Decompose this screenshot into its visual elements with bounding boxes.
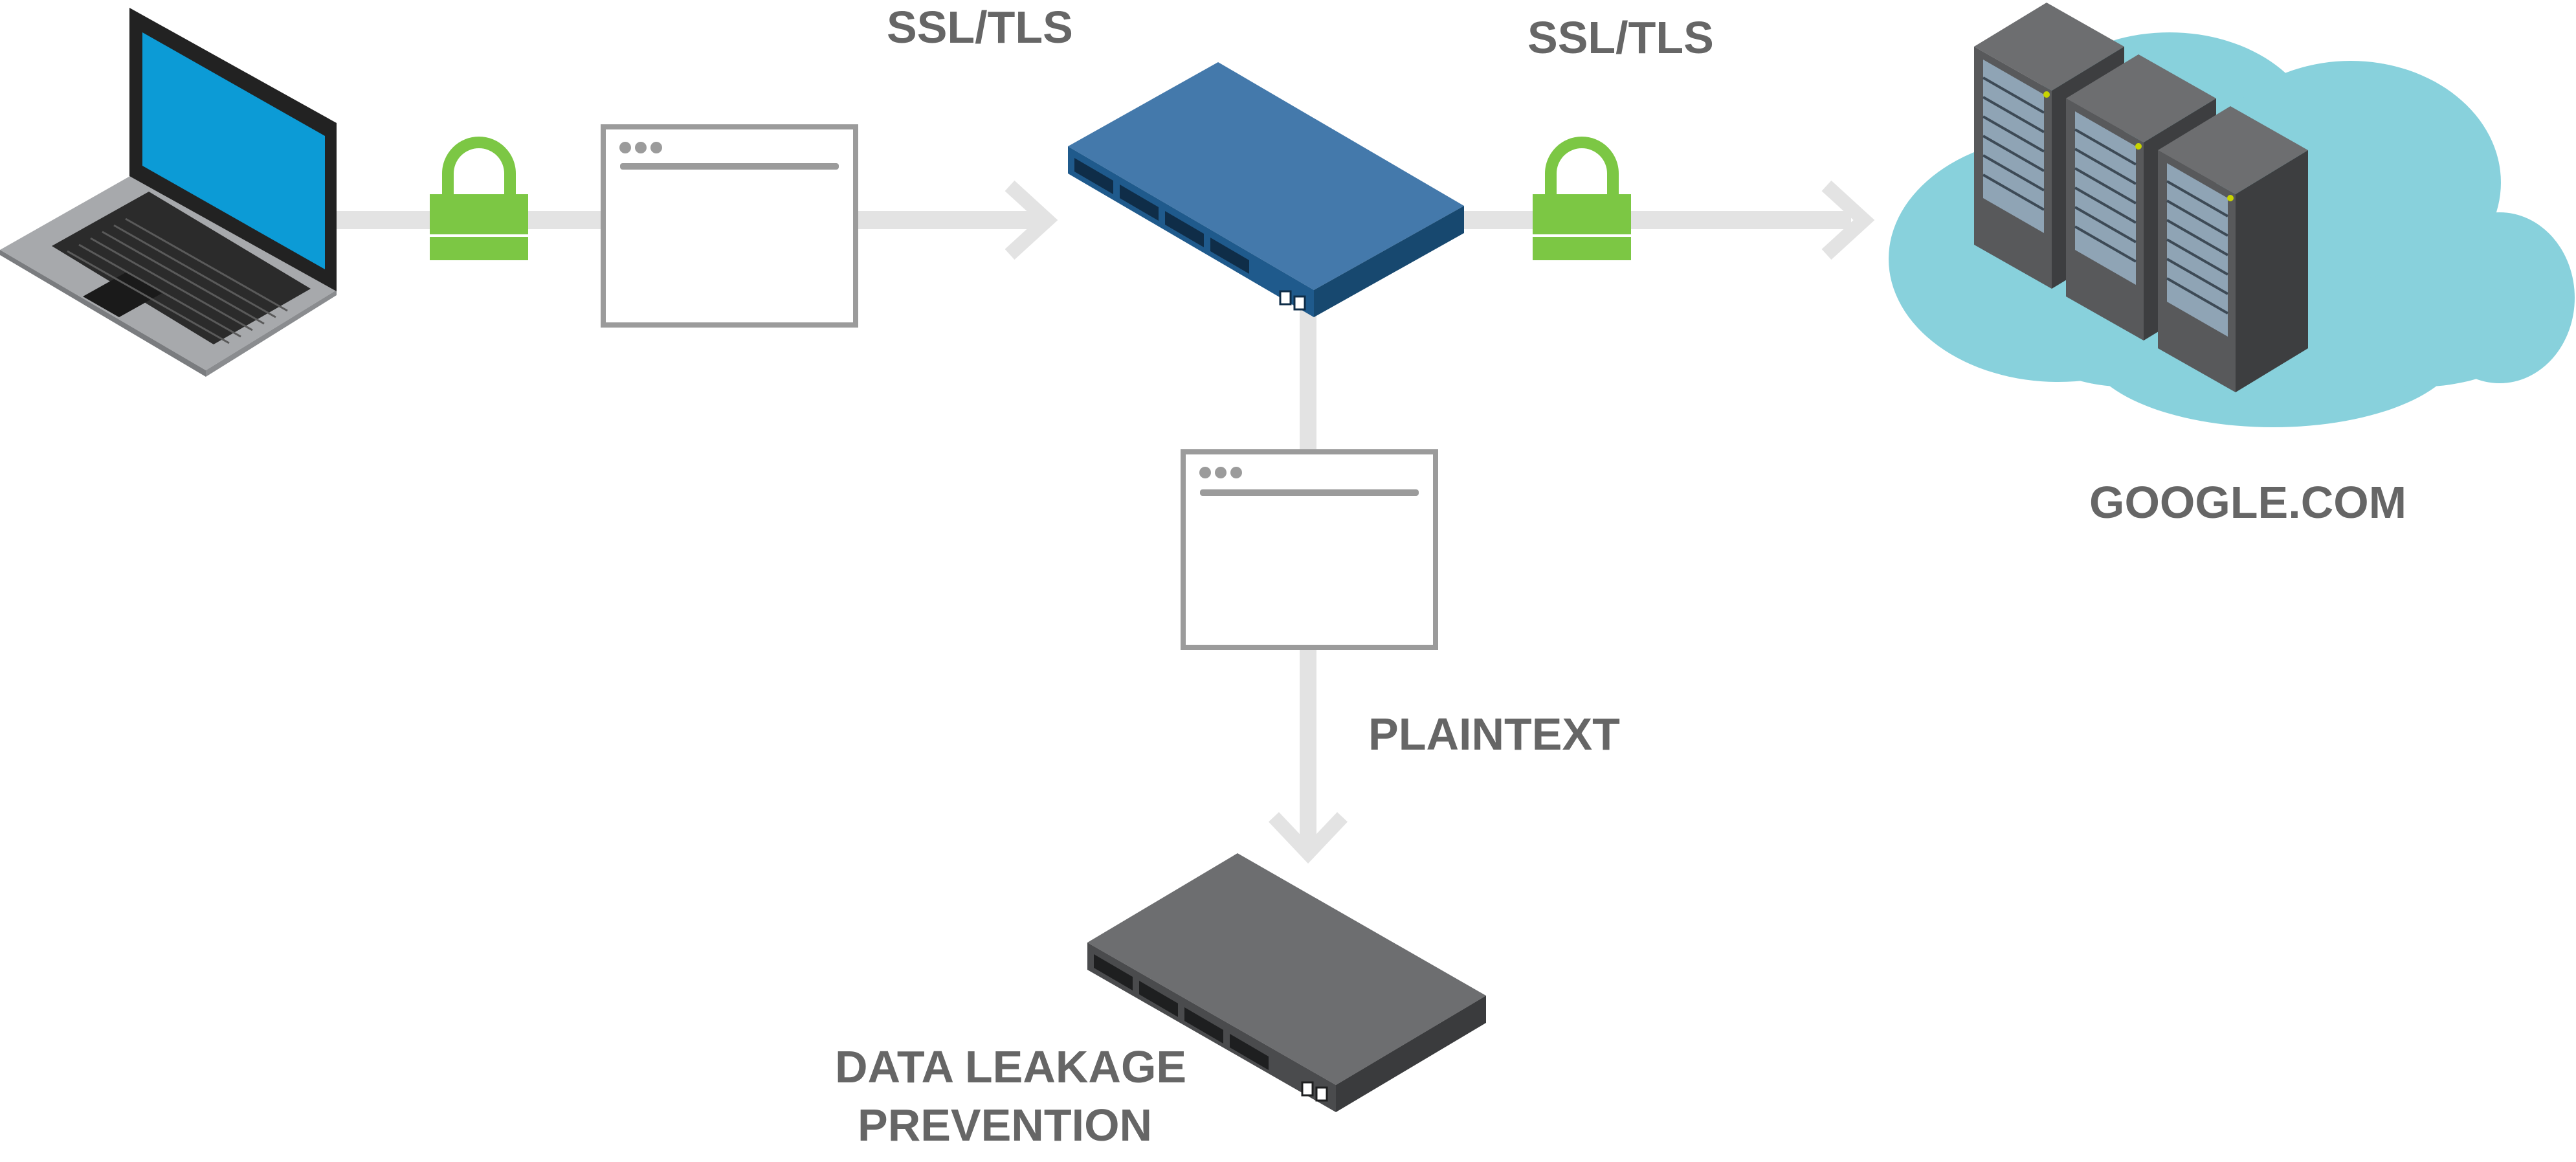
dlp-label-line2: PREVENTION (858, 1100, 1153, 1150)
connectors (337, 211, 1851, 848)
arrowhead-to-decryptor (1005, 180, 1058, 260)
laptop-icon (0, 8, 337, 377)
server-rack-icon (2158, 106, 2308, 392)
ssl-tls-label-left: SSL/TLS (887, 2, 1073, 52)
network-appliance-icon (1068, 62, 1464, 317)
network-appliance-icon (1087, 853, 1486, 1112)
lock-icon (1533, 137, 1631, 260)
lock-icon (430, 137, 528, 260)
appliance-ports (1074, 158, 1249, 274)
arrowheads (1005, 180, 1875, 864)
dlp-label-line1: DATA LEAKAGE (835, 1042, 1187, 1092)
browser-window-icon (601, 124, 858, 328)
connector-decryptor-to-cloud (1463, 211, 1851, 229)
arrowhead-to-cloud (1821, 180, 1875, 260)
destination-label: GOOGLE.COM (2089, 477, 2406, 528)
appliance-ports (1094, 954, 1269, 1070)
plaintext-label: PLAINTEXT (1368, 709, 1620, 759)
arrowhead-to-dlp (1269, 812, 1348, 864)
ssl-tls-label-right: SSL/TLS (1527, 12, 1714, 63)
keyboard-keys (67, 218, 288, 344)
browser-window-icon (1181, 449, 1438, 650)
